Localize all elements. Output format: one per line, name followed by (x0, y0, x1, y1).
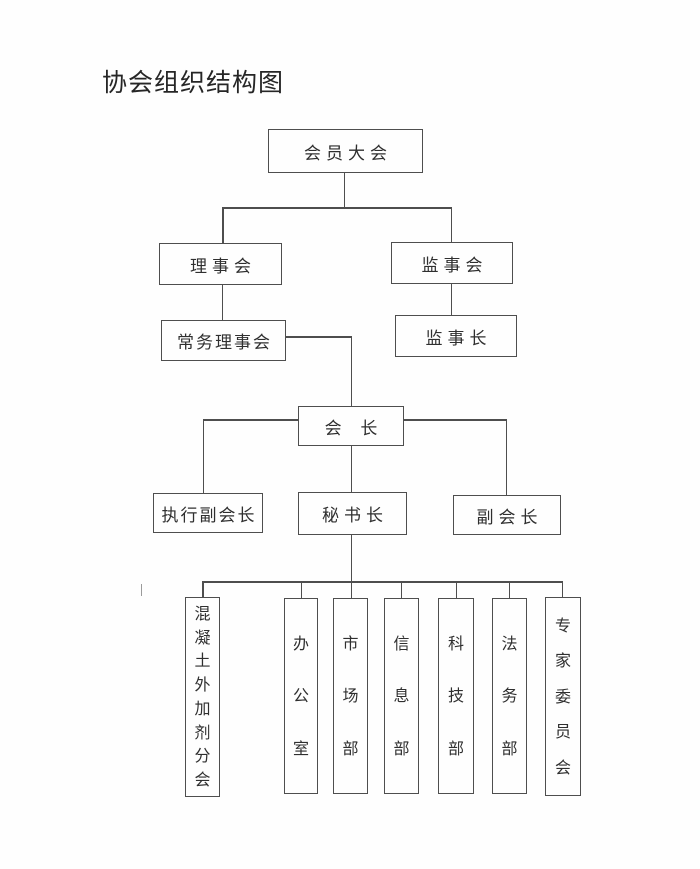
connector-president-left-h (202, 419, 299, 421)
node-president: 会长 (298, 406, 404, 446)
connector-supervisory-to-chief (450, 284, 452, 315)
connector-stub-dept-5 (508, 581, 510, 598)
connector-stub-dept-3 (400, 581, 402, 598)
connector-level2-bus (222, 207, 452, 209)
connector-standing-to-president-v (350, 336, 352, 406)
connector-assembly-down (343, 173, 345, 208)
node-general-assembly: 会员大会 (268, 129, 423, 173)
connector-stub-dept-6 (561, 581, 563, 597)
connector-standing-to-president-h (286, 336, 352, 338)
connector-department-bus (202, 581, 562, 583)
node-vice-president: 副会长 (453, 495, 561, 535)
node-standing-board: 常务理事会 (161, 320, 286, 361)
node-dept-concrete-admixture-branch: 混凝土外加剂分会 (185, 597, 220, 797)
node-supervisory-board: 监事会 (391, 242, 513, 284)
node-secretary-general: 秘书长 (298, 492, 407, 535)
connector-to-executive-vp (202, 419, 204, 493)
connector-stub-dept-1 (300, 581, 302, 598)
connector-to-vp (505, 419, 507, 495)
connector-to-board (222, 207, 224, 243)
connector-president-to-secretary (350, 446, 352, 492)
connector-stub-dept-4 (455, 581, 457, 598)
node-board-of-directors: 理事会 (159, 243, 282, 285)
node-chief-supervisor: 监事长 (395, 315, 517, 357)
connector-board-to-standing (221, 285, 223, 320)
node-dept-expert-committee: 专家委员会 (545, 597, 581, 796)
node-dept-information: 信息部 (384, 598, 419, 794)
node-dept-legal-affairs: 法务部 (492, 598, 527, 794)
node-dept-marketing: 市场部 (333, 598, 368, 794)
connector-stub-dept-0 (202, 581, 204, 597)
page-title: 协会组织结构图 (102, 68, 285, 97)
node-executive-vice-president: 执行副会长 (153, 493, 263, 533)
node-dept-general-office: 办公室 (284, 598, 318, 794)
node-dept-science-technology: 科技部 (438, 598, 474, 794)
connector-president-right-h (404, 419, 507, 421)
connector-secretary-down (350, 535, 352, 598)
connector-to-supervisory (450, 207, 452, 242)
scan-artifact-mark (140, 584, 142, 596)
